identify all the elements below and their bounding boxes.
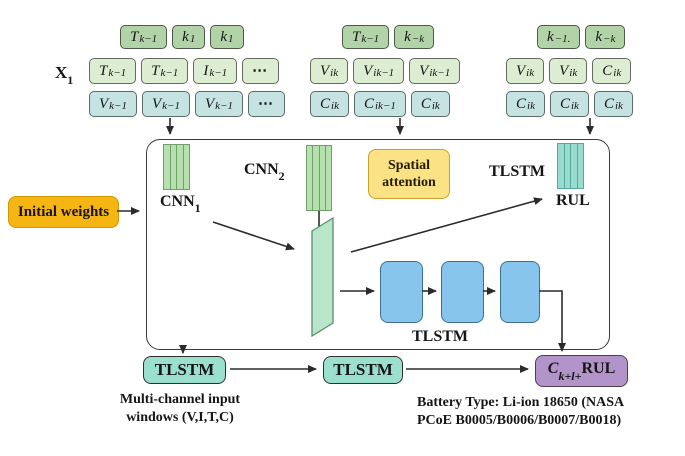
multichannel-caption: Multi-channel input windows (V,I,T,C) <box>119 392 241 426</box>
lstm-cell-1 <box>380 261 423 323</box>
tlstm-bottom-box-1: TLSTM <box>143 356 226 384</box>
tlstm-inner-label: TLSTM <box>412 328 469 345</box>
grid-cell: k−1. <box>537 25 581 49</box>
lstm-cell-2 <box>441 261 484 323</box>
lstm-cell-3 <box>500 261 540 323</box>
cnn1-filter-stack-icon <box>163 144 190 190</box>
battery-type-caption: Battery Type: Li-ion 18650 (NASA PCoE B0… <box>417 395 625 429</box>
initial-weights-box: Initial weights <box>8 196 119 228</box>
cnn2-filter-stack-icon <box>306 145 332 211</box>
rul-label: RUL <box>556 192 590 209</box>
cell-row1-group3: k−1.k−k <box>537 25 626 49</box>
cnn1-label: CNN1 <box>160 193 201 216</box>
output-rul-box: Ck+l+RUL <box>535 355 628 387</box>
tlstm-top-label: TLSTM <box>489 163 546 180</box>
spatial-attention-box: Spatial attention <box>368 149 450 199</box>
tlstm-bottom-box-2: TLSTM <box>323 356 403 384</box>
input-matrix-label: X1 <box>55 63 74 88</box>
grid-cell: k−k <box>394 25 435 49</box>
cnn2-label: CNN2 <box>244 161 285 184</box>
grid-cell: ⋯ <box>242 58 280 84</box>
grid-cell: k−k <box>585 25 626 49</box>
grid-cell: ⋯ <box>247 91 285 117</box>
rul-filter-stack-icon <box>557 143 584 189</box>
output-rul-label: Ck+l+RUL <box>547 360 616 383</box>
